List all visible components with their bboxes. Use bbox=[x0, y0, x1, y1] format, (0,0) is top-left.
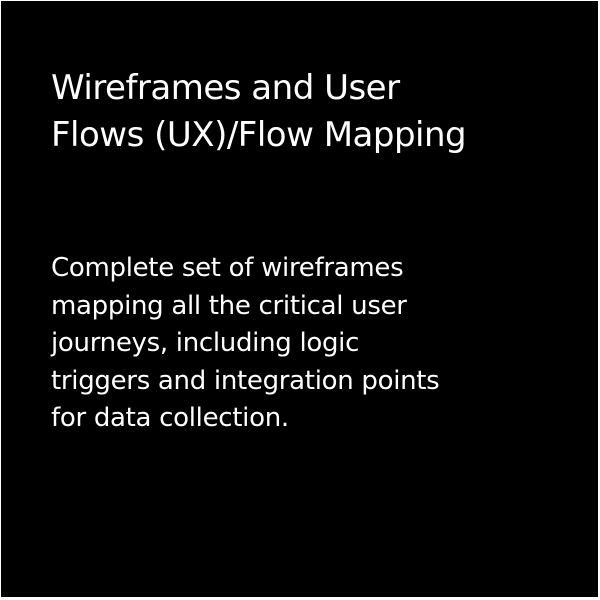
card-description-line-4: triggers and integration points bbox=[51, 365, 440, 396]
card-description-line-3: journeys, including logic bbox=[51, 328, 360, 358]
card-title-line-2: Flows (UX)/Flow Mapping bbox=[51, 115, 467, 155]
card-description-line-2: mapping all the critical user bbox=[51, 290, 407, 321]
card-title: Wireframes and User Flows (UX)/Flow Mapp… bbox=[51, 65, 571, 159]
card-description: Complete set of wireframes mapping all t… bbox=[51, 250, 571, 438]
card-title-line-1: Wireframes and User bbox=[51, 68, 400, 108]
card-description-line-1: Complete set of wireframes bbox=[51, 253, 404, 283]
card-description-line-5: for data collection. bbox=[51, 403, 289, 433]
